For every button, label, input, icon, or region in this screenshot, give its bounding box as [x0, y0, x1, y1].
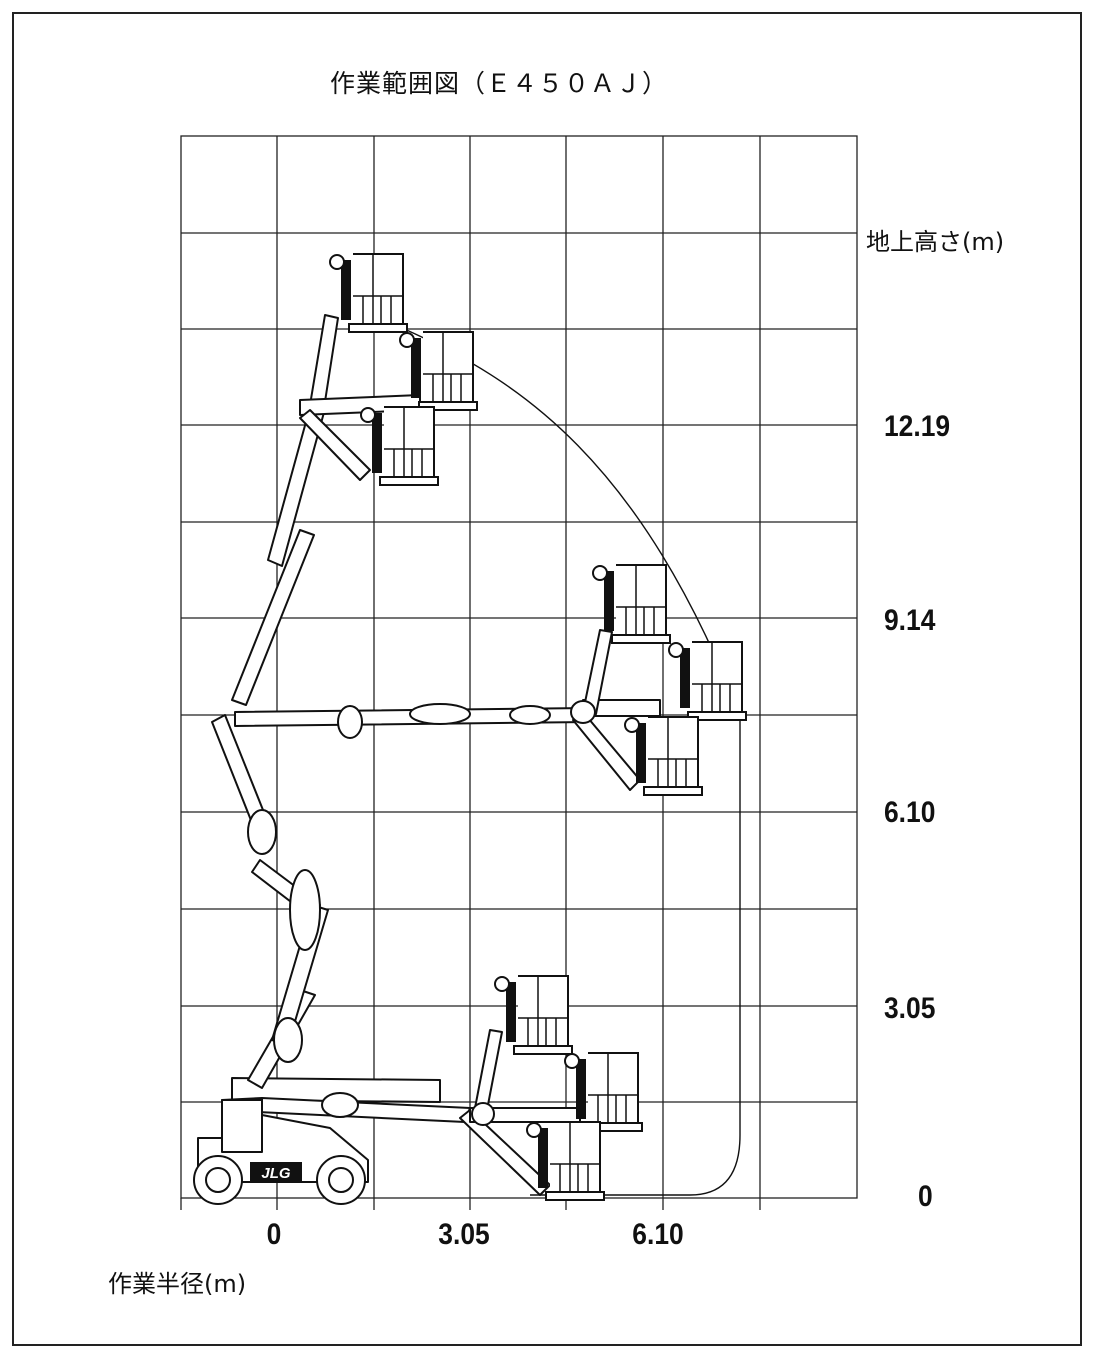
x-tick-label-0: 0 [266, 1218, 282, 1251]
diagram-title: 作業範囲図（Ｅ４５０ＡＪ） [330, 69, 669, 98]
y-axis-unit-label: 地上高さ(m) [866, 228, 1005, 256]
x-tick-label-6-10: 6.10 [632, 1218, 684, 1251]
x-tick-label-3-05: 3.05 [438, 1218, 490, 1251]
y-tick-label-0: 0 [918, 1180, 933, 1213]
figure-frame [12, 12, 1082, 1346]
y-tick-label-6-10: 6.10 [884, 796, 936, 829]
y-tick-label-9-14: 9.14 [884, 604, 936, 637]
y-tick-label-3-05: 3.05 [884, 992, 936, 1025]
jlg-logo: JLG [261, 1165, 291, 1182]
y-tick-label-12-19: 12.19 [884, 410, 951, 443]
x-axis-ticks [180, 1198, 761, 1210]
base-vehicle [193, 1097, 369, 1205]
x-axis-unit-label: 作業半径(m) [108, 1270, 247, 1298]
boom-linkage [211, 314, 661, 1196]
working-range-envelope [401, 327, 741, 1196]
